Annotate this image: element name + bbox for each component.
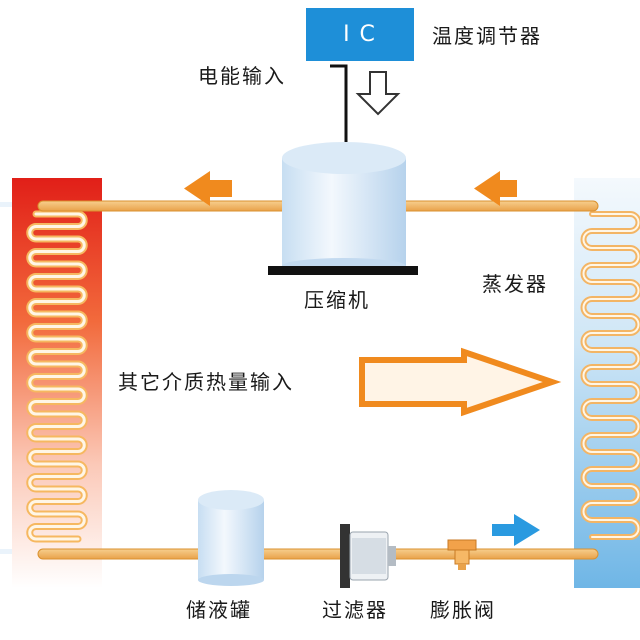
compressor-base	[268, 266, 418, 275]
thermostat-label: 温度调节器	[432, 24, 542, 48]
filter-label: 过滤器	[322, 598, 388, 622]
condenser-panel	[12, 178, 102, 588]
power-input-line	[330, 64, 348, 142]
filter	[340, 524, 396, 588]
evaporator-panel	[574, 178, 640, 588]
heat-input-arrow-icon	[359, 347, 562, 417]
flow-arrow-left-icon	[184, 171, 232, 206]
power-input-label: 电能输入	[198, 64, 286, 88]
expansion-valve-label: 膨胀阀	[430, 598, 496, 622]
heat-input-label: 其它介质热量输入	[118, 370, 294, 394]
evaporator-label: 蒸发器	[482, 272, 548, 296]
expansion-valve	[447, 539, 477, 570]
ic-chip-label: IC	[306, 8, 414, 61]
receiver-label: 储液罐	[186, 598, 252, 622]
flow-arrow-right-icon	[492, 514, 540, 546]
compressor	[268, 142, 418, 275]
receiver-tank	[198, 490, 264, 586]
evaporator-coil	[580, 211, 640, 540]
flow-arrow-left-icon	[474, 171, 517, 206]
compressor-label: 压缩机	[304, 288, 370, 312]
condenser-coil	[26, 210, 88, 543]
down-arrow-icon	[355, 71, 401, 116]
